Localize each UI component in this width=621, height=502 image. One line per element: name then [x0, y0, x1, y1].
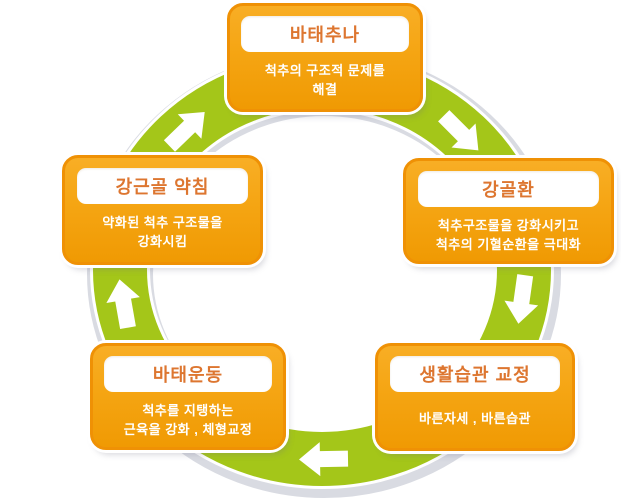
step-card-chuna: 바태추나 척추의 구조적 문제를 해결 — [227, 3, 423, 112]
step-title: 생활습관 교정 — [419, 365, 531, 385]
step-description: 척추의 구조적 문제를 해결 — [230, 61, 420, 99]
step-card-exercise: 바태운동 척추를 지탱하는 근육을 강화 , 체형교정 — [90, 343, 286, 450]
step-description: 척추를 지탱하는 근육을 강화 , 체형교정 — [93, 401, 283, 439]
step-title: 바태추나 — [289, 25, 361, 45]
desc-line: 척추구조물을 강화시키고 — [437, 218, 580, 233]
step-title-pill: 생활습관 교정 — [389, 356, 561, 392]
desc-line: 강화시킴 — [137, 234, 188, 249]
step-title-pill: 바태추나 — [241, 16, 409, 52]
step-title: 강근골 약침 — [115, 177, 210, 197]
clockwise-arrow-icon — [504, 274, 539, 324]
desc-line: 해결 — [312, 82, 338, 97]
desc-line: 약화된 척추 구조물을 — [102, 215, 223, 230]
step-title-pill: 바태운동 — [104, 356, 272, 392]
desc-line: 근육을 강화 , 체형교정 — [123, 422, 253, 437]
step-title-pill: 강골환 — [418, 171, 599, 207]
desc-line: 바른자세 , 바른습관 — [418, 411, 531, 426]
step-description: 약화된 척추 구조물을 강화시킴 — [65, 213, 260, 251]
step-card-yakchim: 강근골 약침 약화된 척추 구조물을 강화시킴 — [62, 155, 263, 265]
step-title: 바태운동 — [152, 365, 224, 385]
step-card-ganggolhwan: 강골환 척추구조물을 강화시키고 척추의 기혈순환을 극대화 — [403, 158, 614, 264]
desc-line: 척추의 기혈순환을 극대화 — [435, 237, 582, 252]
clockwise-arrow-icon — [299, 442, 349, 477]
step-title-pill: 강근골 약침 — [76, 168, 249, 204]
step-description: 바른자세 , 바른습관 — [378, 409, 572, 428]
clockwise-arrow-icon — [438, 110, 479, 151]
step-title: 강골환 — [482, 180, 535, 200]
step-card-lifestyle-correction: 생활습관 교정 바른자세 , 바른습관 — [375, 343, 575, 451]
clockwise-arrow-icon — [163, 111, 205, 152]
desc-line: 척추를 지탱하는 — [142, 403, 234, 418]
clockwise-arrow-icon — [106, 279, 140, 330]
desc-line: 척추의 구조적 문제를 — [264, 63, 386, 78]
step-description: 척추구조물을 강화시키고 척추의 기혈순환을 극대화 — [406, 216, 611, 254]
cycle-arrows — [106, 110, 539, 477]
